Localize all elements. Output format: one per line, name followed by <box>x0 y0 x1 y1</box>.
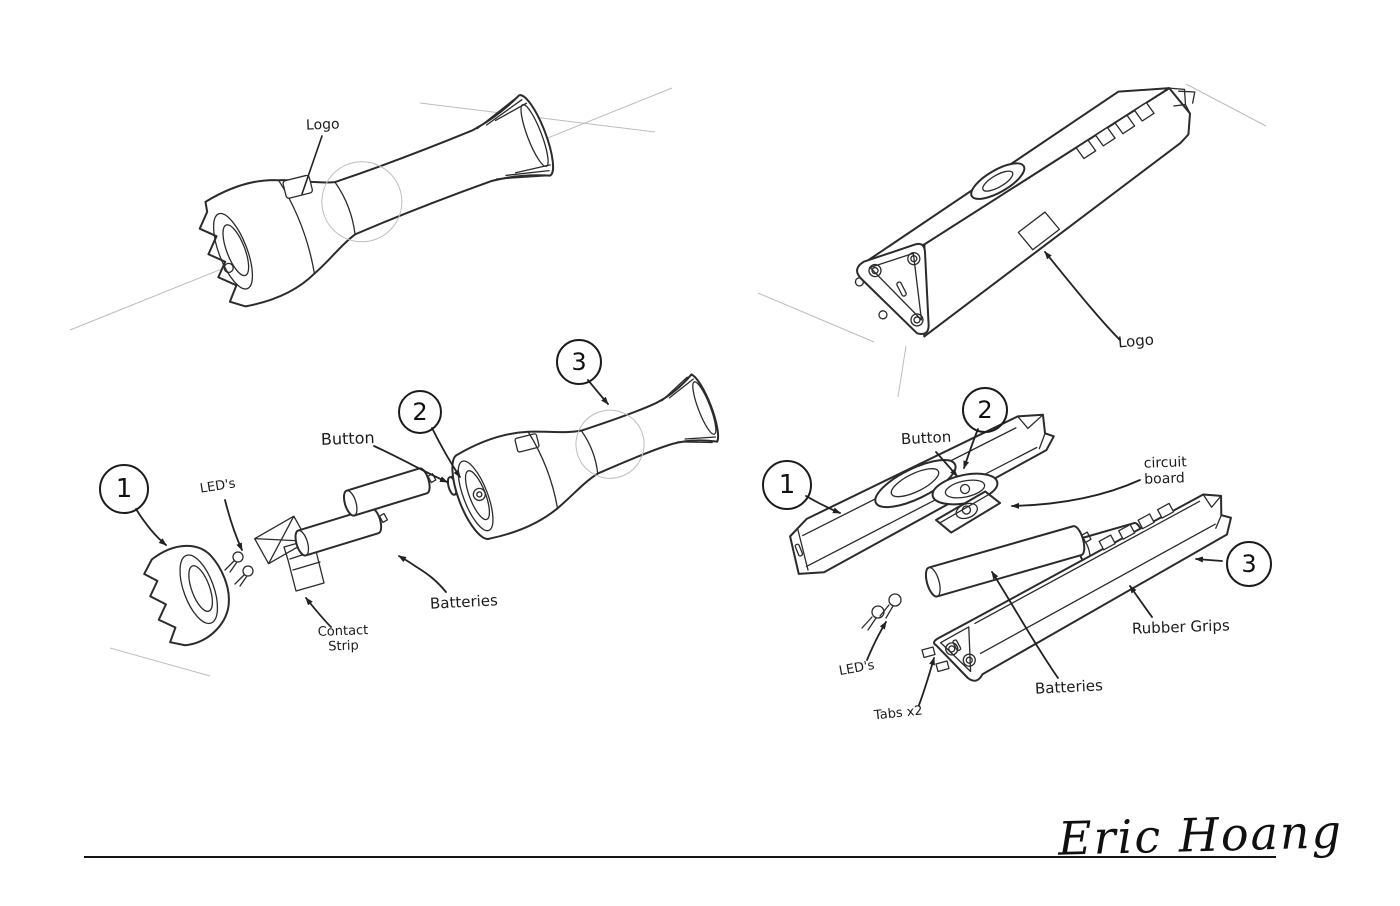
flashlight-angular-sketch <box>854 87 1196 338</box>
callout3-right-arrow <box>1195 556 1223 563</box>
top-shell-part <box>789 413 1055 575</box>
circuit-board-part <box>935 490 1002 534</box>
callout1-right-arrow <box>805 495 841 514</box>
button-label-right: Button <box>900 427 952 449</box>
leds-left-arrow <box>224 499 243 551</box>
button-right-arrow <box>935 451 958 477</box>
tail-step <box>1168 87 1196 115</box>
button-left-arrow <box>373 445 448 483</box>
logo-patch-angular <box>1017 211 1061 251</box>
batteries-label-left: Batteries <box>429 591 499 613</box>
bottom-shell-part <box>933 493 1232 682</box>
exploded-round-view <box>143 373 720 647</box>
front-bump-bottom <box>878 310 888 320</box>
construction-circle <box>321 161 403 243</box>
callout-3-right: 3 <box>1226 541 1272 587</box>
exploded-angular-view <box>789 413 1232 682</box>
battery-2 <box>342 467 437 517</box>
callout-3-left: 3 <box>556 339 602 385</box>
batteries-right-arrow <box>991 571 1059 679</box>
front-screw-3 <box>910 313 924 327</box>
callout3-left-arrow <box>587 379 609 405</box>
callout-1-left: 1 <box>99 464 149 514</box>
led-parts-right <box>861 593 902 631</box>
main-body-part-left <box>451 373 720 540</box>
tail-ribs <box>476 96 551 180</box>
tail-cap-part <box>143 544 230 647</box>
front-screw-2-inner <box>910 255 918 263</box>
logo-patch-round <box>282 174 314 199</box>
flashlight-round-sketch <box>198 94 555 308</box>
front-screw-2 <box>907 252 921 266</box>
logo-label-right: Logo <box>1117 330 1155 352</box>
front-face-inset <box>869 252 923 321</box>
lens-ring-outer <box>212 212 254 290</box>
button-housing <box>874 459 957 509</box>
rubber-grips-label: Rubber Grips <box>1131 616 1231 638</box>
tabs-parts <box>921 646 950 673</box>
neck-section-line <box>334 181 356 236</box>
rubber-grip-ribs <box>1098 502 1175 551</box>
annotation-arrows <box>135 135 1223 706</box>
callout2-right-arrow <box>963 428 979 469</box>
contact-strip-label: Contact Strip <box>317 623 369 655</box>
signature-rule-line <box>84 856 1276 858</box>
contact-strip-part <box>283 542 325 592</box>
circuit-board-arrow <box>1011 479 1141 509</box>
button-label-left: Button <box>320 428 375 449</box>
callout-1-right: 1 <box>762 460 812 510</box>
batteries-left-arrow <box>398 555 447 593</box>
batteries-label-right: Batteries <box>1034 676 1104 698</box>
logo-right-arrow <box>1044 251 1121 341</box>
battery-carriage-part <box>254 467 437 565</box>
callout-2-right: 2 <box>962 387 1008 433</box>
artist-signature: Eric Hoang <box>1057 804 1344 866</box>
front-screw-1 <box>868 263 882 278</box>
tail-cap-ring <box>520 103 549 168</box>
leds-right-arrow <box>866 621 887 661</box>
grip-ribs <box>1075 101 1155 160</box>
front-screw-1-inner <box>871 266 879 275</box>
callout2-left-arrow <box>431 427 461 478</box>
battery-1 <box>294 507 389 557</box>
tabs-arrow <box>918 657 935 706</box>
top-button <box>970 162 1026 200</box>
logo-label-left: Logo <box>305 116 340 134</box>
bezel-detail <box>223 262 234 274</box>
front-slot <box>896 281 907 297</box>
front-screw-3-inner <box>913 316 921 324</box>
circuit-board-label: circuit board <box>1143 454 1187 488</box>
callout1-left-arrow <box>135 508 167 546</box>
battery-1-right <box>924 525 1092 598</box>
contact-strip-arrow <box>305 597 332 628</box>
rubber-grips-arrow <box>1129 585 1153 618</box>
callout-2-left: 2 <box>398 390 442 434</box>
led-parts-left <box>224 551 254 587</box>
logo-left-leader <box>301 135 323 195</box>
